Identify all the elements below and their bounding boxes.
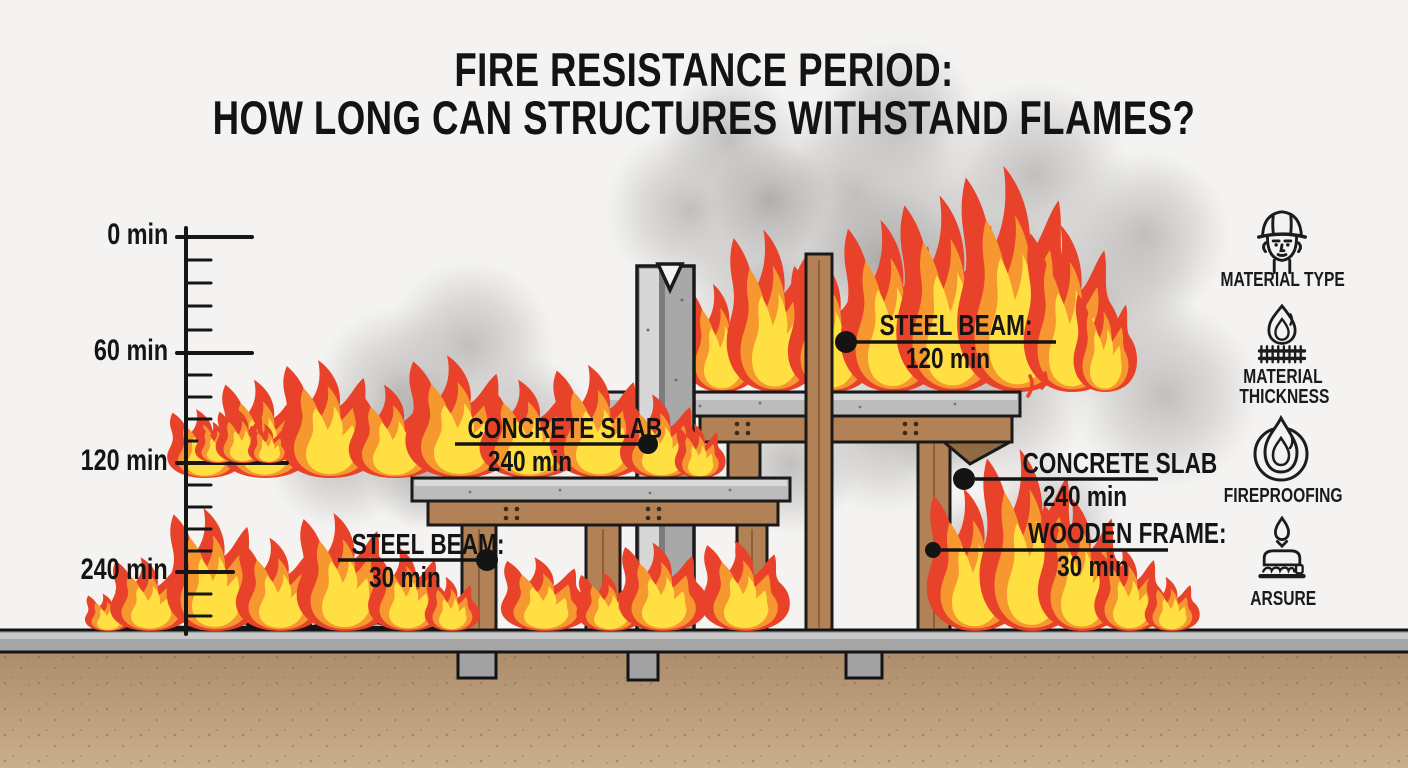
timeline-tick-label-120min: 120 min <box>80 444 168 477</box>
worker-helmet-icon <box>1256 210 1308 274</box>
soil <box>0 652 1408 768</box>
flame-over-grid-icon <box>1257 304 1307 364</box>
callout-concrete-slab-right: CONCRETE SLAB 240 min <box>995 448 1218 513</box>
callout-material: STEEL BEAM: <box>879 310 1033 342</box>
callout-duration: 30 min <box>369 562 441 594</box>
callout-duration: 30 min <box>1056 551 1129 583</box>
callout-concrete-slab-left: CONCRETE SLAB 240 min <box>440 413 663 478</box>
callout-material: CONCRETE SLAB <box>467 413 663 445</box>
flame-in-circle-icon <box>1253 414 1309 482</box>
legend-label-fireproofing: FIREPROOFING <box>1223 485 1343 507</box>
callout-duration: 120 min <box>905 343 991 375</box>
fire-on-upper-slab <box>684 165 1138 398</box>
callout-material: CONCRETE SLAB <box>1022 448 1218 480</box>
ground <box>0 628 1408 682</box>
timeline-tick-label-60min: 60 min <box>93 334 168 367</box>
legend-label-material-type: MATERIAL TYPE <box>1220 269 1346 291</box>
timeline-tick-label-240min: 240 min <box>80 553 168 586</box>
page-title-line-1: FIRE RESISTANCE PERIOD: <box>454 43 954 96</box>
press-drop-icon <box>1258 516 1306 579</box>
page-title-line-2: HOW LONG CAN STRUCTURES WITHSTAND FLAMES… <box>212 91 1196 144</box>
callout-duration: 240 min <box>487 446 573 478</box>
legend-label-material-thickness: MATERIAL THICKNESS <box>1239 366 1330 408</box>
callout-material: STEEL BEAM: <box>351 529 505 561</box>
legend-label-arsure: ARSURE <box>1250 588 1316 610</box>
callout-steel-beam-left: STEEL BEAM: 30 min <box>330 529 505 594</box>
callout-leaders <box>338 331 1168 571</box>
callout-steel-beam-right: STEEL BEAM: 120 min <box>858 311 1038 374</box>
timeline-ruler <box>175 226 289 636</box>
callout-duration: 240 min <box>1042 481 1128 513</box>
callout-wooden-frame: WOODEN FRAME: 30 min <box>1000 518 1227 583</box>
callout-material: WOODEN FRAME: <box>1027 518 1227 550</box>
timeline-tick-label-0min: 0 min <box>106 218 168 251</box>
